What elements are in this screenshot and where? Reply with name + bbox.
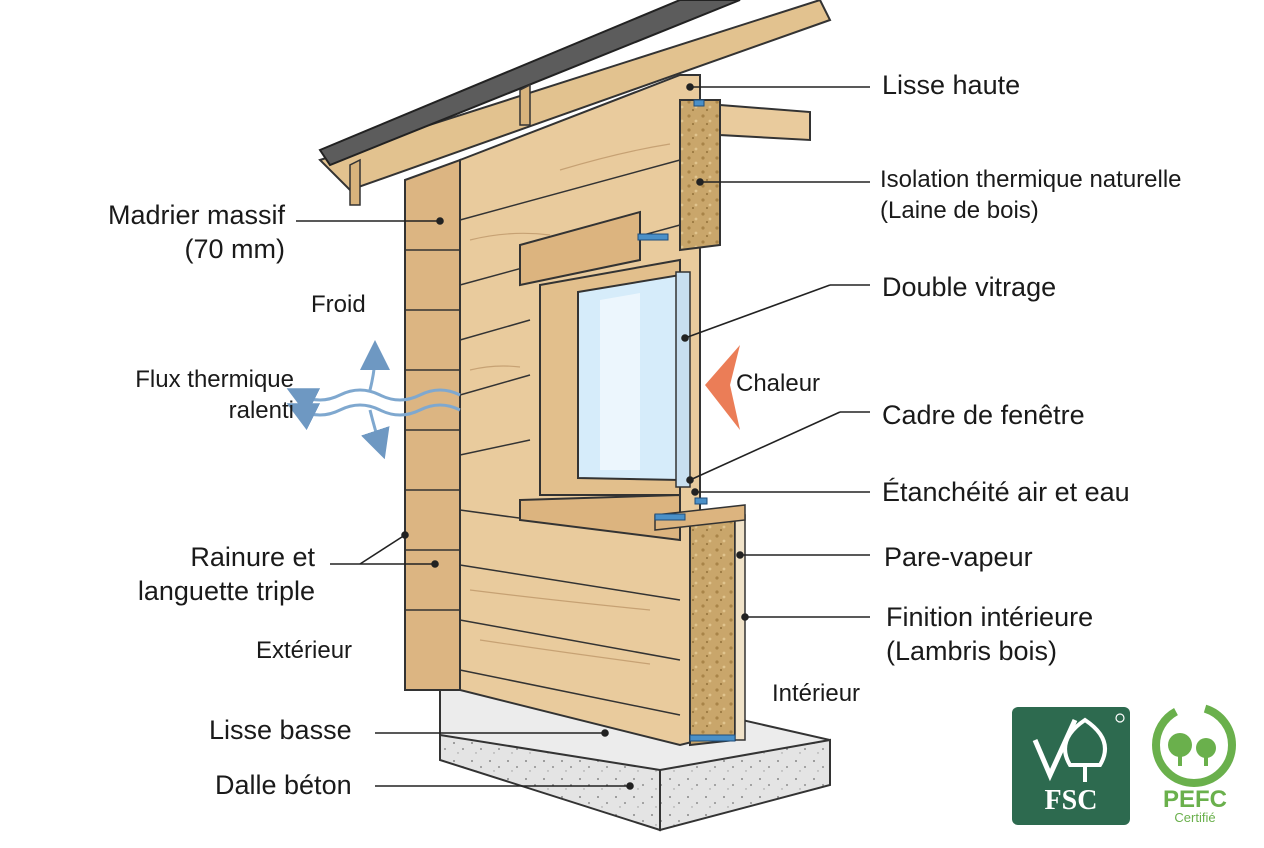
label-lisse-haute: Lisse haute xyxy=(882,70,1021,100)
log-wall-end xyxy=(404,158,461,691)
pefc-logo-text: PEFC xyxy=(1162,786,1227,813)
label-pare-vapeur: Pare-vapeur xyxy=(884,542,1033,572)
fsc-logo xyxy=(1012,707,1130,825)
heat-arrow xyxy=(705,345,740,430)
pefc-logo-subtext: Certifié xyxy=(1174,810,1216,825)
label-flux-line2: ralenti xyxy=(228,397,294,424)
label-etancheite: Étanchéité air et eau xyxy=(882,477,1130,507)
label-double-vitrage: Double vitrage xyxy=(882,272,1057,302)
label-dalle-beton: Dalle béton xyxy=(215,770,352,800)
fsc-logo-text: FSC xyxy=(1044,785,1098,816)
label-cadre-fenetre: Cadre de fenêtre xyxy=(882,400,1085,430)
label-madrier-line2: (70 mm) xyxy=(184,234,286,264)
label-lisse-basse: Lisse basse xyxy=(209,715,352,745)
label-rainure-line1: Rainure et xyxy=(190,542,315,572)
insulation-upper xyxy=(679,99,811,252)
label-froid: Froid xyxy=(311,291,366,318)
pefc-logo xyxy=(1152,703,1236,787)
leader-lines xyxy=(296,83,870,790)
label-chaleur: Chaleur xyxy=(736,370,821,397)
label-madrier-line1: Madrier massif xyxy=(107,200,285,230)
label-finition-line2: (Lambris bois) xyxy=(886,636,1058,666)
label-flux-line1: Flux thermique xyxy=(135,366,294,393)
label-isolation-line2: (Laine de bois) xyxy=(880,197,1039,224)
seals xyxy=(637,99,736,742)
cold-flux-arrows xyxy=(286,340,461,460)
label-rainure-line2: languette triple xyxy=(137,576,315,606)
insulation-lower xyxy=(654,504,746,747)
wood-grain xyxy=(469,143,671,665)
label-exterieur: Extérieur xyxy=(256,637,353,664)
roof xyxy=(318,0,832,206)
label-isolation-line1: Isolation thermique naturelle xyxy=(880,166,1182,193)
window-assembly xyxy=(519,210,691,542)
label-finition-line1: Finition intérieure xyxy=(886,602,1094,632)
label-interieur: Intérieur xyxy=(772,680,861,707)
